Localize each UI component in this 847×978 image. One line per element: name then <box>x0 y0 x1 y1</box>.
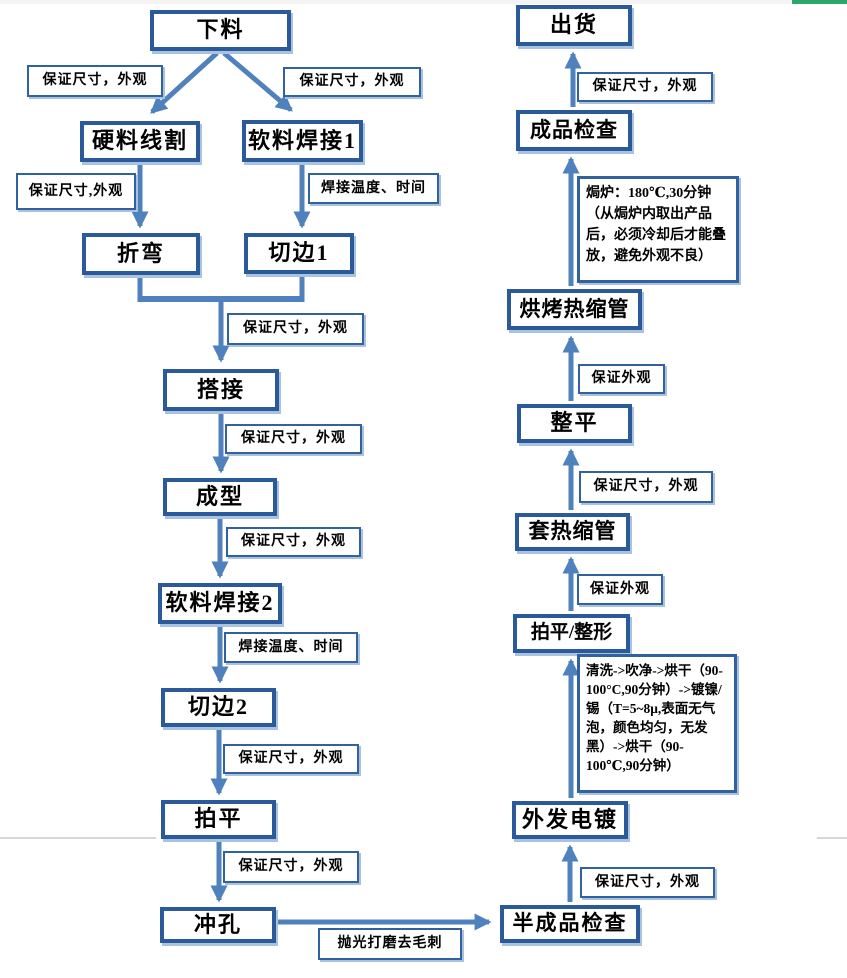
label-hanjie-1: 焊接温度、时间 <box>308 173 439 204</box>
label-baozheng-8: 保证尺寸，外观 <box>223 851 359 883</box>
node-chengpin-jiancha: 成品检查 <box>516 110 632 151</box>
label-baozheng-10: 保证外观 <box>577 574 663 605</box>
label-julu-spec: 焗炉：180℃,30分钟（从焗炉内取出产品后，必须冷却后才能叠放，避免外观不良） <box>577 176 739 283</box>
node-ruanliao-hanjie2: 软料焊接2 <box>158 583 282 624</box>
label-diandu-spec: 清洗->吹净->烘干（90-100°C,90分钟）->镀镍/锡（T=5~8μ,表… <box>577 654 737 793</box>
node-xialiao: 下料 <box>150 10 291 51</box>
node-yingliao-xiange: 硬料线割 <box>80 121 200 162</box>
label-paoguang: 抛光打磨去毛刺 <box>318 928 462 960</box>
node-tao-resuoguan: 套热缩管 <box>515 513 630 551</box>
node-qiebian2: 切边2 <box>161 688 276 727</box>
node-chuhuo: 出货 <box>516 5 632 46</box>
label-baozheng-5: 保证尺寸，外观 <box>225 424 362 454</box>
label-baozheng-7: 保证尺寸，外观 <box>223 744 359 774</box>
label-baozheng-2: 保证尺寸，外观 <box>283 67 421 97</box>
top-green-bar <box>792 0 847 4</box>
top-gray-strip <box>0 0 792 4</box>
page-break-line-left <box>0 837 156 839</box>
node-dajie: 搭接 <box>163 369 279 411</box>
label-baozheng-11: 保证尺寸，外观 <box>579 471 713 503</box>
node-zhengping: 整平 <box>517 404 632 443</box>
node-hongkao-resuoguan: 烘烤热缩管 <box>507 289 642 330</box>
node-paiping-zhengxing: 拍平/整形 <box>513 614 630 653</box>
label-baozheng-12: 保证外观 <box>578 364 665 394</box>
node-banchengpin-jiancha: 半成品检查 <box>500 905 640 943</box>
node-ruanliao-hanjie1: 软料焊接1 <box>242 120 363 162</box>
label-baozheng-1: 保证尺寸，外观 <box>27 65 163 97</box>
label-baozheng-6: 保证尺寸，外观 <box>226 527 361 557</box>
arrow-xialiao-to-yingliao <box>150 51 219 114</box>
label-baozheng-9: 保证尺寸，外观 <box>580 867 715 898</box>
node-chengxing: 成型 <box>163 478 277 516</box>
node-qiebian1: 切边1 <box>244 233 354 274</box>
label-baozheng-3: 保证尺寸,外观 <box>16 173 136 210</box>
node-zhewan: 折弯 <box>82 233 200 275</box>
arrow-xialiao-to-ruanliao1 <box>222 51 293 112</box>
node-chongkong: 冲孔 <box>160 907 276 943</box>
node-waifa-diandu: 外发电镀 <box>512 801 628 839</box>
page-break-line-right <box>817 837 847 839</box>
node-paiping: 拍平 <box>161 800 276 839</box>
label-baozheng-13: 保证尺寸，外观 <box>577 72 713 102</box>
label-hanjie-2: 焊接温度、时间 <box>224 632 358 663</box>
label-baozheng-4: 保证尺寸，外观 <box>227 313 364 345</box>
